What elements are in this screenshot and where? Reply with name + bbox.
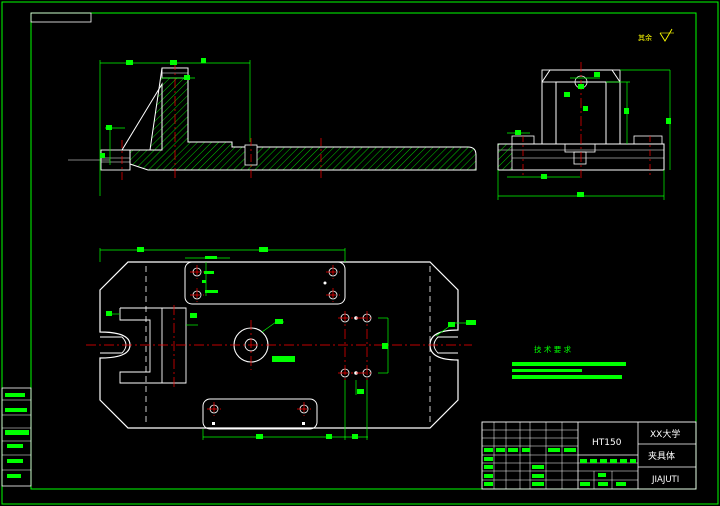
title-block: HT150 XX大学 夹具体 JIAJUTI <box>481 421 697 490</box>
top-plan-view <box>86 247 476 440</box>
material-label: HT150 <box>592 438 622 448</box>
school-label: XX大学 <box>650 428 680 440</box>
roughness-symbol: 其余 <box>638 28 674 42</box>
front-section-view <box>68 58 477 196</box>
inner-frame <box>30 12 697 490</box>
drawing-code-label: JIAJUTI <box>651 475 679 485</box>
technical-requirements: 技 术 要 求 <box>512 344 626 379</box>
side-strip <box>1 387 32 487</box>
side-view <box>497 62 671 200</box>
notes-heading: 技 术 要 求 <box>534 344 572 354</box>
corner-box <box>30 12 92 23</box>
svg-text:其余: 其余 <box>638 33 652 42</box>
part-name-label: 夹具体 <box>648 450 675 462</box>
